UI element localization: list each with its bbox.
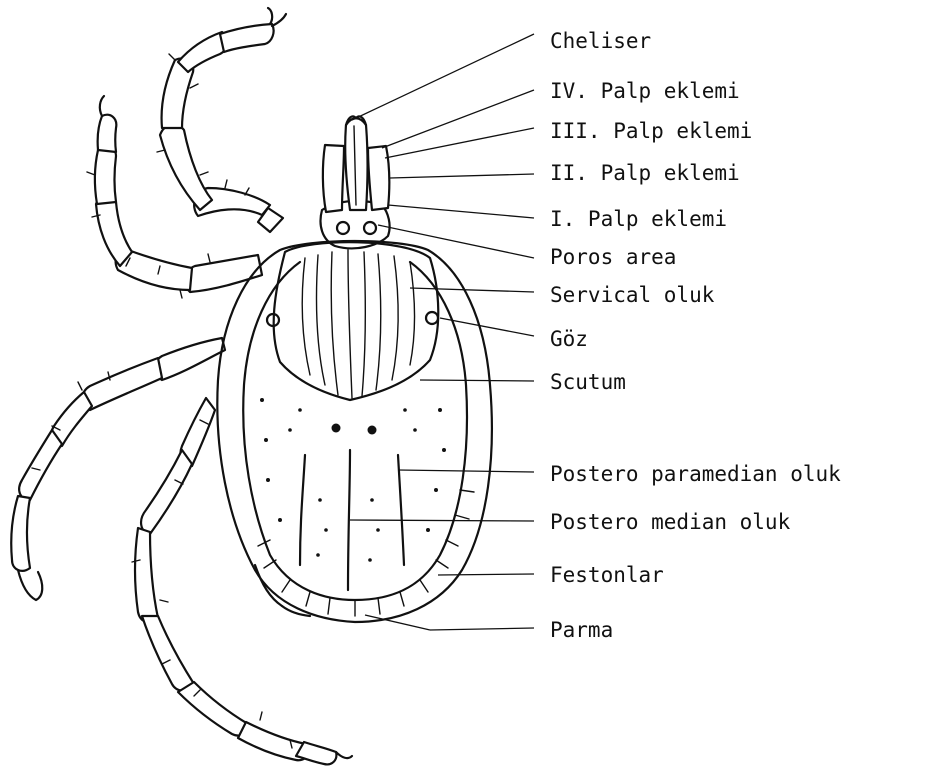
capitulum bbox=[321, 116, 390, 248]
palp-left bbox=[323, 145, 344, 212]
leader-lines bbox=[350, 34, 534, 630]
label-palp-ii: II. Palp eklemi bbox=[550, 161, 740, 185]
label-palp-i: I. Palp eklemi bbox=[550, 207, 727, 231]
dorsal-punctations bbox=[260, 398, 446, 562]
tick-body bbox=[217, 241, 492, 622]
eye-right bbox=[426, 312, 438, 324]
label-palp-iv: IV. Palp eklemi bbox=[550, 79, 740, 103]
label-scutum: Scutum bbox=[550, 370, 626, 394]
palp-right bbox=[368, 146, 389, 210]
leg-4-right-rear bbox=[135, 398, 352, 764]
label-postero-median-oluk: Postero median oluk bbox=[550, 510, 791, 534]
label-cheliser: Cheliser bbox=[550, 29, 651, 53]
postero-paramedian-groove-left bbox=[300, 455, 305, 565]
postero-paramedian-groove-right bbox=[398, 455, 404, 565]
label-palp-iii: III. Palp eklemi bbox=[550, 119, 752, 143]
labels: Cheliser IV. Palp eklemi III. Palp eklem… bbox=[550, 29, 841, 642]
poros-area-left bbox=[337, 222, 349, 234]
label-parma: Parma bbox=[550, 618, 613, 642]
leg-1-right-front bbox=[160, 8, 286, 232]
label-festonlar: Festonlar bbox=[550, 563, 664, 587]
label-goz: Göz bbox=[550, 327, 588, 351]
label-poros-area: Poros area bbox=[550, 245, 676, 269]
label-postero-paramedian-oluk: Postero paramedian oluk bbox=[550, 462, 841, 486]
poros-area-right bbox=[364, 222, 376, 234]
body-outline bbox=[217, 241, 492, 622]
leg-3-right bbox=[11, 338, 225, 600]
label-servical-oluk: Servical oluk bbox=[550, 283, 715, 307]
postero-median-groove bbox=[348, 450, 350, 590]
